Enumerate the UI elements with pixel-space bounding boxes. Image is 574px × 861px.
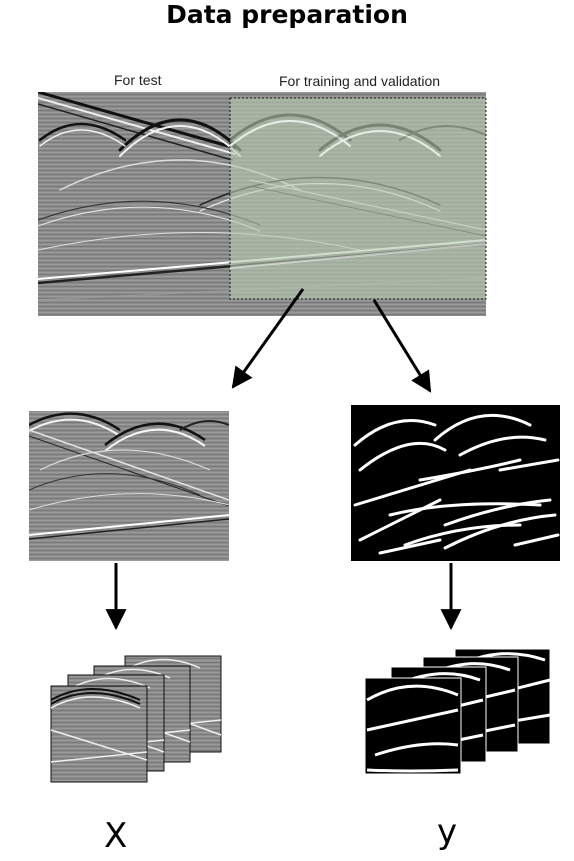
test-region-label: For test xyxy=(114,72,162,88)
seismic-section xyxy=(38,92,487,316)
page-title: Data preparation xyxy=(166,0,408,29)
x-output-label: X xyxy=(104,816,128,856)
training-region-label: For training and validation xyxy=(279,73,441,89)
y-mask-stack xyxy=(364,648,551,775)
arrow-to-y xyxy=(372,299,432,393)
y-output-label: y xyxy=(437,812,458,852)
x-patch-stack xyxy=(50,655,222,783)
label-mask-patch xyxy=(351,405,560,561)
input-seismic-patch xyxy=(29,411,229,561)
arrow-to-x xyxy=(231,288,305,389)
